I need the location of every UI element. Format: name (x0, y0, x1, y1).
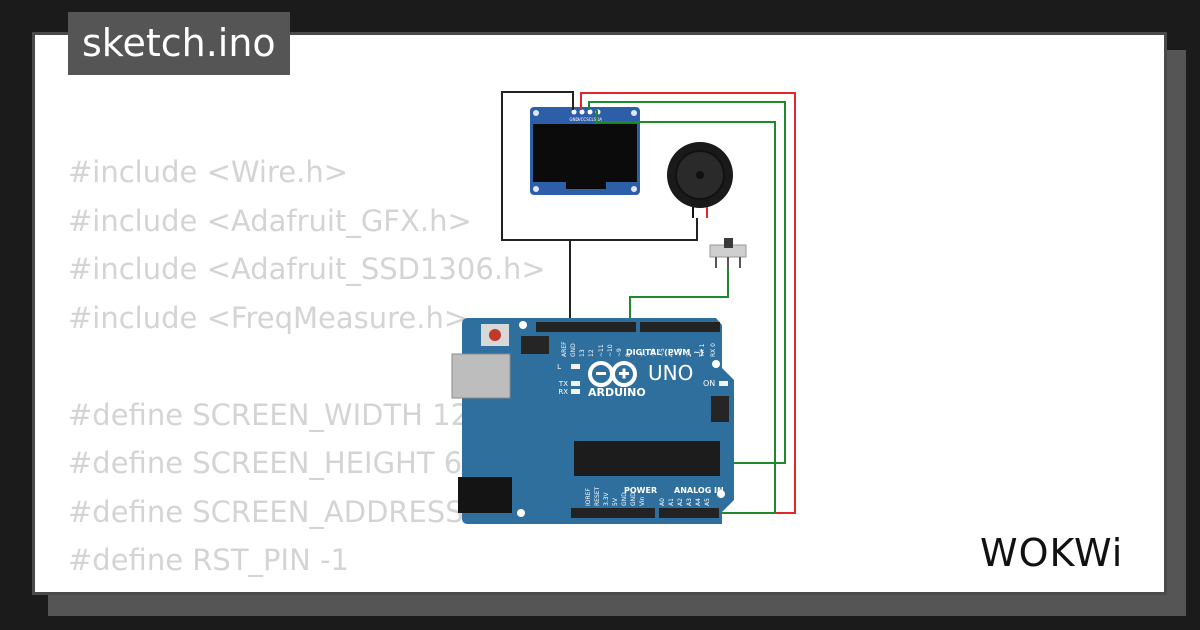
usb-connector (451, 353, 511, 399)
pin-label: TX 1 (699, 343, 706, 358)
code-line: #include <Adafruit_SSD1306.h> (68, 252, 546, 286)
pin-label: RESET (594, 486, 601, 506)
oled-display[interactable]: GND VCC SCL SDA (530, 107, 640, 195)
pin-label: 5V (612, 497, 619, 506)
oled-pin-label: GND (569, 117, 578, 122)
pin-label-gnd: GND (570, 343, 577, 357)
pin-label: GND (630, 492, 637, 506)
circuit-diagram: GND VCC SCL SDA (451, 91, 796, 524)
digital-label: DIGITAL (PWM ~) (626, 348, 704, 357)
code-line: #define RST_PIN -1 (68, 543, 349, 577)
pin-label: 8 (625, 353, 632, 357)
oled-pin-label: SCL (586, 117, 594, 122)
code-line: #define SCREEN_WIDTH 12 (68, 397, 470, 432)
on-label: ON (703, 379, 715, 388)
pin-label: A4 (695, 498, 702, 506)
pin-label: ~3 (677, 348, 684, 357)
pin-label: ~6 (650, 348, 657, 357)
pin-label: GND (621, 492, 628, 506)
pin-label: A3 (686, 498, 693, 506)
code-line: #define SCREEN_HEIGHT 6 (68, 446, 463, 480)
slide-switch[interactable] (709, 238, 747, 268)
wire-green-pin (629, 268, 729, 326)
led-label-tx: TX (558, 380, 568, 388)
pin-label: ~10 (607, 344, 614, 357)
arduino-uno-board[interactable]: L TX RX ON DIGITAL (PWM ~) POWER ANALOG … (451, 318, 734, 524)
code-line: #include <FreqMeasure.h> (68, 300, 469, 335)
wire-green-sda (596, 110, 776, 514)
pin-label: IOREF (585, 488, 592, 506)
digital-header (536, 322, 720, 332)
pin-label: Vin (639, 496, 646, 506)
wokwi-logo-text: WOKWi (980, 531, 1123, 575)
pin-label: ~5 (659, 348, 666, 357)
oled-pin-label: SDA (594, 117, 603, 122)
led-label-rx: RX (558, 388, 568, 396)
code-line: #include <Adafruit_GFX.h> (68, 203, 472, 238)
led-indicators (571, 364, 728, 394)
pin-label: 2 (686, 353, 693, 357)
analog-label: ANALOG IN (674, 486, 724, 495)
wokwi-logo: WOKWi (980, 531, 1123, 575)
icsp-header (521, 336, 729, 422)
pin-label: ~11 (598, 344, 605, 357)
led-label-l: L (557, 363, 561, 371)
reset-button[interactable] (481, 324, 509, 346)
buzzer[interactable] (667, 142, 733, 218)
arduino-logo (588, 361, 637, 387)
pin-label: A0 (659, 498, 666, 506)
wire-black-gnd (501, 91, 574, 326)
pin-label: 13 (579, 349, 586, 357)
code-line: #include <Wire.h> (68, 155, 349, 189)
pin-label: A2 (677, 498, 684, 506)
pin-label: RX 0 (710, 343, 717, 357)
pin-label: 7 (641, 353, 648, 357)
pin-label: ~9 (616, 348, 623, 357)
board-model: UNO (648, 361, 693, 385)
power-label: POWER (624, 486, 657, 495)
pin-label: A1 (668, 498, 675, 506)
power-jack (458, 477, 512, 513)
pin-label: 3.3V (603, 491, 610, 506)
project-title[interactable]: sketch.ino (68, 12, 290, 75)
oled-pin-label: VCC (578, 117, 587, 122)
wire-black-buzzer (570, 218, 698, 241)
code-preview: #include <Wire.h> #include <Adafruit_GFX.… (68, 148, 546, 585)
pin-label: 4 (668, 353, 675, 357)
code-line: #define SCREEN_ADDRESS (68, 494, 464, 529)
pin-label: 12 (588, 349, 595, 357)
bottom-headers (571, 508, 719, 518)
microcontroller-chip (574, 441, 720, 476)
pin-label: A5 (704, 498, 711, 506)
board-brand: ARDUINO (588, 386, 646, 399)
pin-label-aref: AREF (561, 341, 568, 357)
